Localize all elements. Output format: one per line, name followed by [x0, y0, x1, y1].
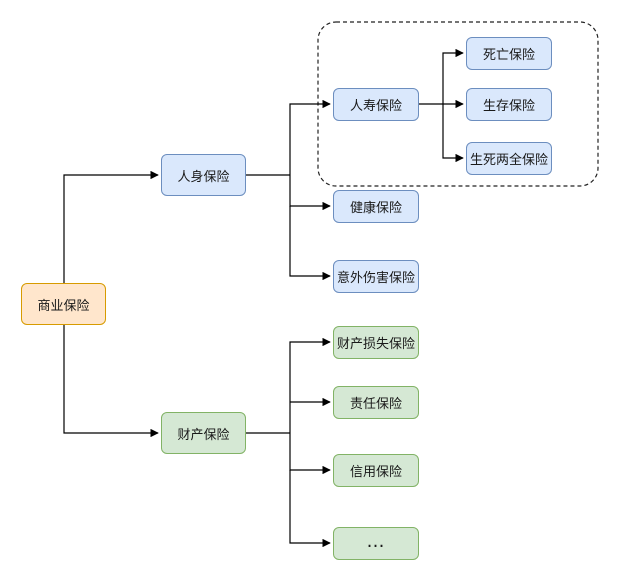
node-survival-insurance-label: 生存保险: [482, 99, 535, 114]
node-personal-insurance-label: 人身保险: [177, 169, 230, 185]
node-accident-insurance-label: 意外伤害保险: [336, 271, 415, 286]
node-more-ellipsis: …: [333, 527, 419, 560]
node-liability-insurance: 责任保险: [333, 386, 419, 419]
node-survival-insurance: 生存保险: [466, 88, 552, 121]
connector-property-loss: [289, 337, 331, 433]
node-death-insurance-label: 死亡保险: [482, 48, 535, 63]
node-endowment-insurance: 生死两全保险: [466, 142, 552, 175]
node-liability-insurance-label: 责任保险: [349, 397, 402, 412]
node-commercial-insurance: 商业保险: [21, 283, 106, 325]
connector-property-credit: [289, 433, 331, 475]
connector-root-personal: [63, 170, 159, 283]
node-accident-insurance: 意外伤害保险: [333, 260, 419, 293]
node-personal-insurance: 人身保险: [161, 154, 246, 196]
node-life-insurance-label: 人寿保险: [349, 99, 402, 114]
connector-life-endowment: [442, 104, 464, 163]
node-more-ellipsis-label: …: [366, 531, 386, 552]
node-health-insurance: 健康保险: [333, 190, 419, 223]
node-property-loss-insurance-label: 财产损失保险: [336, 337, 415, 352]
node-commercial-insurance-label: 商业保险: [37, 298, 90, 314]
node-property-loss-insurance: 财产损失保险: [333, 326, 419, 359]
connector-root-property: [63, 325, 159, 438]
connector-life-death: [442, 48, 464, 104]
node-life-insurance: 人寿保险: [333, 88, 419, 121]
node-credit-insurance-label: 信用保险: [349, 465, 402, 480]
connector-personal-life: [289, 99, 331, 175]
node-property-insurance-label: 财产保险: [177, 427, 230, 443]
connector-property-more: [289, 470, 331, 548]
node-death-insurance: 死亡保险: [466, 37, 552, 70]
node-health-insurance-label: 健康保险: [349, 201, 402, 216]
connector-personal-accident: [289, 206, 331, 281]
node-credit-insurance: 信用保险: [333, 454, 419, 487]
node-endowment-insurance-label: 生死两全保险: [469, 153, 548, 168]
connector-personal-health: [289, 175, 331, 211]
node-property-insurance: 财产保险: [161, 412, 246, 454]
